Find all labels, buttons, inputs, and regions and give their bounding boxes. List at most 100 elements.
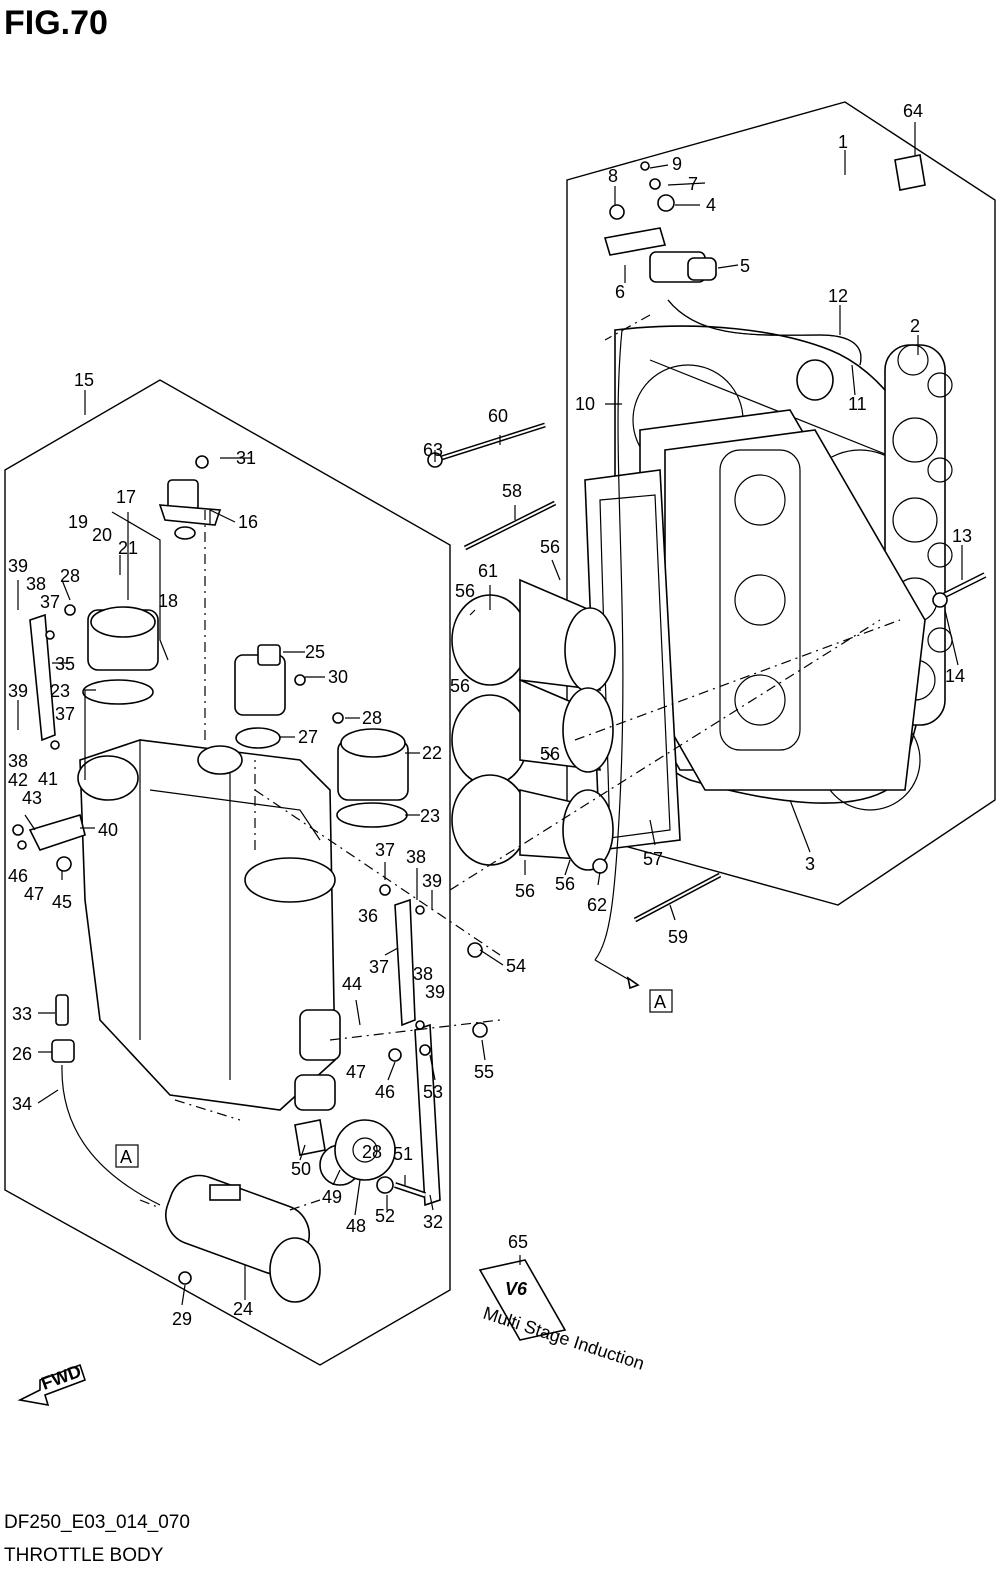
decal-badge-text: V6 [505, 1279, 528, 1299]
long-bolts [427, 422, 722, 923]
label-part-56c: 56 [450, 676, 470, 696]
dashpot-damper [165, 1174, 321, 1303]
hose-pipe [55, 994, 69, 1026]
label-part-57: 57 [643, 849, 663, 869]
label-part-61: 61 [478, 561, 498, 581]
secondary-throttle-unit [336, 728, 409, 828]
label-part-38c: 38 [406, 847, 426, 867]
label-part-13: 13 [952, 526, 972, 546]
label-part-59: 59 [668, 927, 688, 947]
part-number-labels: 1 2 3 4 5 6 7 8 9 10 11 12 13 14 15 16 1… [8, 101, 972, 1329]
leader-lines [17, 122, 963, 1306]
link-rod-32 [414, 1023, 441, 1207]
label-part-15: 15 [74, 370, 94, 390]
label-part-50: 50 [291, 1159, 311, 1179]
label-part-26: 26 [12, 1044, 32, 1064]
label-part-37c: 37 [375, 840, 395, 860]
label-part-49: 49 [322, 1187, 342, 1207]
label-part-8: 8 [608, 166, 618, 186]
reference-letter-lower: A [120, 1147, 132, 1167]
label-part-53: 53 [423, 1082, 443, 1102]
label-part-12: 12 [828, 286, 848, 306]
label-part-42: 42 [8, 770, 28, 790]
label-part-54: 54 [506, 956, 526, 976]
label-part-1: 1 [838, 132, 848, 152]
throttle-position-sensor [158, 479, 222, 540]
label-part-34: 34 [12, 1094, 32, 1114]
decal-subtext: Multi Stage Induction [481, 1303, 647, 1374]
label-part-38d: 38 [413, 964, 433, 984]
label-part-39c: 39 [422, 871, 442, 891]
intake-runners [451, 578, 616, 871]
label-part-56a: 56 [540, 537, 560, 557]
throttle-valve-unit [82, 606, 159, 705]
reference-marker-a-lower: A [115, 1144, 139, 1168]
label-part-5: 5 [740, 256, 750, 276]
label-part-51: 51 [393, 1144, 413, 1164]
drawing-code: DF250_E03_014_070 [4, 1512, 190, 1533]
label-part-56e: 56 [515, 881, 535, 901]
label-part-45: 45 [52, 892, 72, 912]
manifold-plate [664, 429, 926, 791]
label-part-52: 52 [375, 1206, 395, 1226]
label-part-31: 31 [236, 448, 256, 468]
label-part-24: 24 [233, 1299, 253, 1319]
label-part-47a: 47 [24, 884, 44, 904]
hose-fitting [51, 1039, 75, 1063]
label-part-41: 41 [38, 769, 58, 789]
label-part-38a: 38 [26, 574, 46, 594]
label-part-38b: 38 [8, 751, 28, 771]
label-part-37b: 37 [55, 704, 75, 724]
label-part-23a: 23 [50, 681, 70, 701]
label-part-58: 58 [502, 481, 522, 501]
intake-air-temp-sensor [603, 161, 717, 283]
label-part-14: 14 [945, 666, 965, 686]
drain-hose [61, 1064, 161, 1206]
label-part-10: 10 [575, 394, 595, 414]
label-part-36: 36 [358, 906, 378, 926]
link-rod-36 [394, 898, 416, 1027]
label-part-37a: 37 [40, 592, 60, 612]
label-part-65: 65 [508, 1232, 528, 1252]
label-part-56f: 56 [555, 874, 575, 894]
section-name: THROTTLE BODY [4, 1545, 164, 1566]
label-part-21: 21 [118, 538, 138, 558]
label-part-44: 44 [342, 974, 362, 994]
label-part-56b: 56 [455, 581, 475, 601]
reference-letter-upper: A [654, 992, 666, 1012]
label-part-2: 2 [910, 316, 920, 336]
label-part-46a: 46 [8, 866, 28, 886]
label-part-37d: 37 [369, 957, 389, 977]
label-part-28c: 28 [362, 1142, 382, 1162]
label-part-32: 32 [423, 1212, 443, 1232]
manifold-bolt [932, 572, 987, 608]
label-part-7: 7 [688, 174, 698, 194]
v6-decal: V6 Multi Stage Induction [478, 1259, 647, 1374]
label-part-39b: 39 [8, 681, 28, 701]
label-part-30: 30 [328, 667, 348, 687]
label-part-55: 55 [474, 1062, 494, 1082]
label-part-46b: 46 [375, 1082, 395, 1102]
small-fasteners [12, 455, 488, 1285]
throttle-lever-assembly [294, 1009, 426, 1198]
label-part-23b: 23 [420, 806, 440, 826]
label-part-47b: 47 [346, 1062, 366, 1082]
label-part-17: 17 [116, 487, 136, 507]
reference-marker-a-upper: A [594, 959, 673, 1013]
label-part-29: 29 [172, 1309, 192, 1329]
breather-hose [594, 329, 624, 961]
label-part-35: 35 [55, 654, 75, 674]
label-part-56d: 56 [540, 744, 560, 764]
label-part-4: 4 [706, 195, 716, 215]
label-part-33: 33 [12, 1004, 32, 1024]
label-part-39a: 39 [8, 556, 28, 576]
forward-direction-arrow: FWD [17, 1361, 87, 1407]
label-part-39d: 39 [425, 982, 445, 1002]
label-part-40: 40 [98, 820, 118, 840]
label-part-28a: 28 [60, 566, 80, 586]
label-part-19: 19 [68, 512, 88, 532]
figure-title: FIG.70 [4, 4, 108, 42]
label-part-6: 6 [615, 282, 625, 302]
label-part-3: 3 [805, 854, 815, 874]
